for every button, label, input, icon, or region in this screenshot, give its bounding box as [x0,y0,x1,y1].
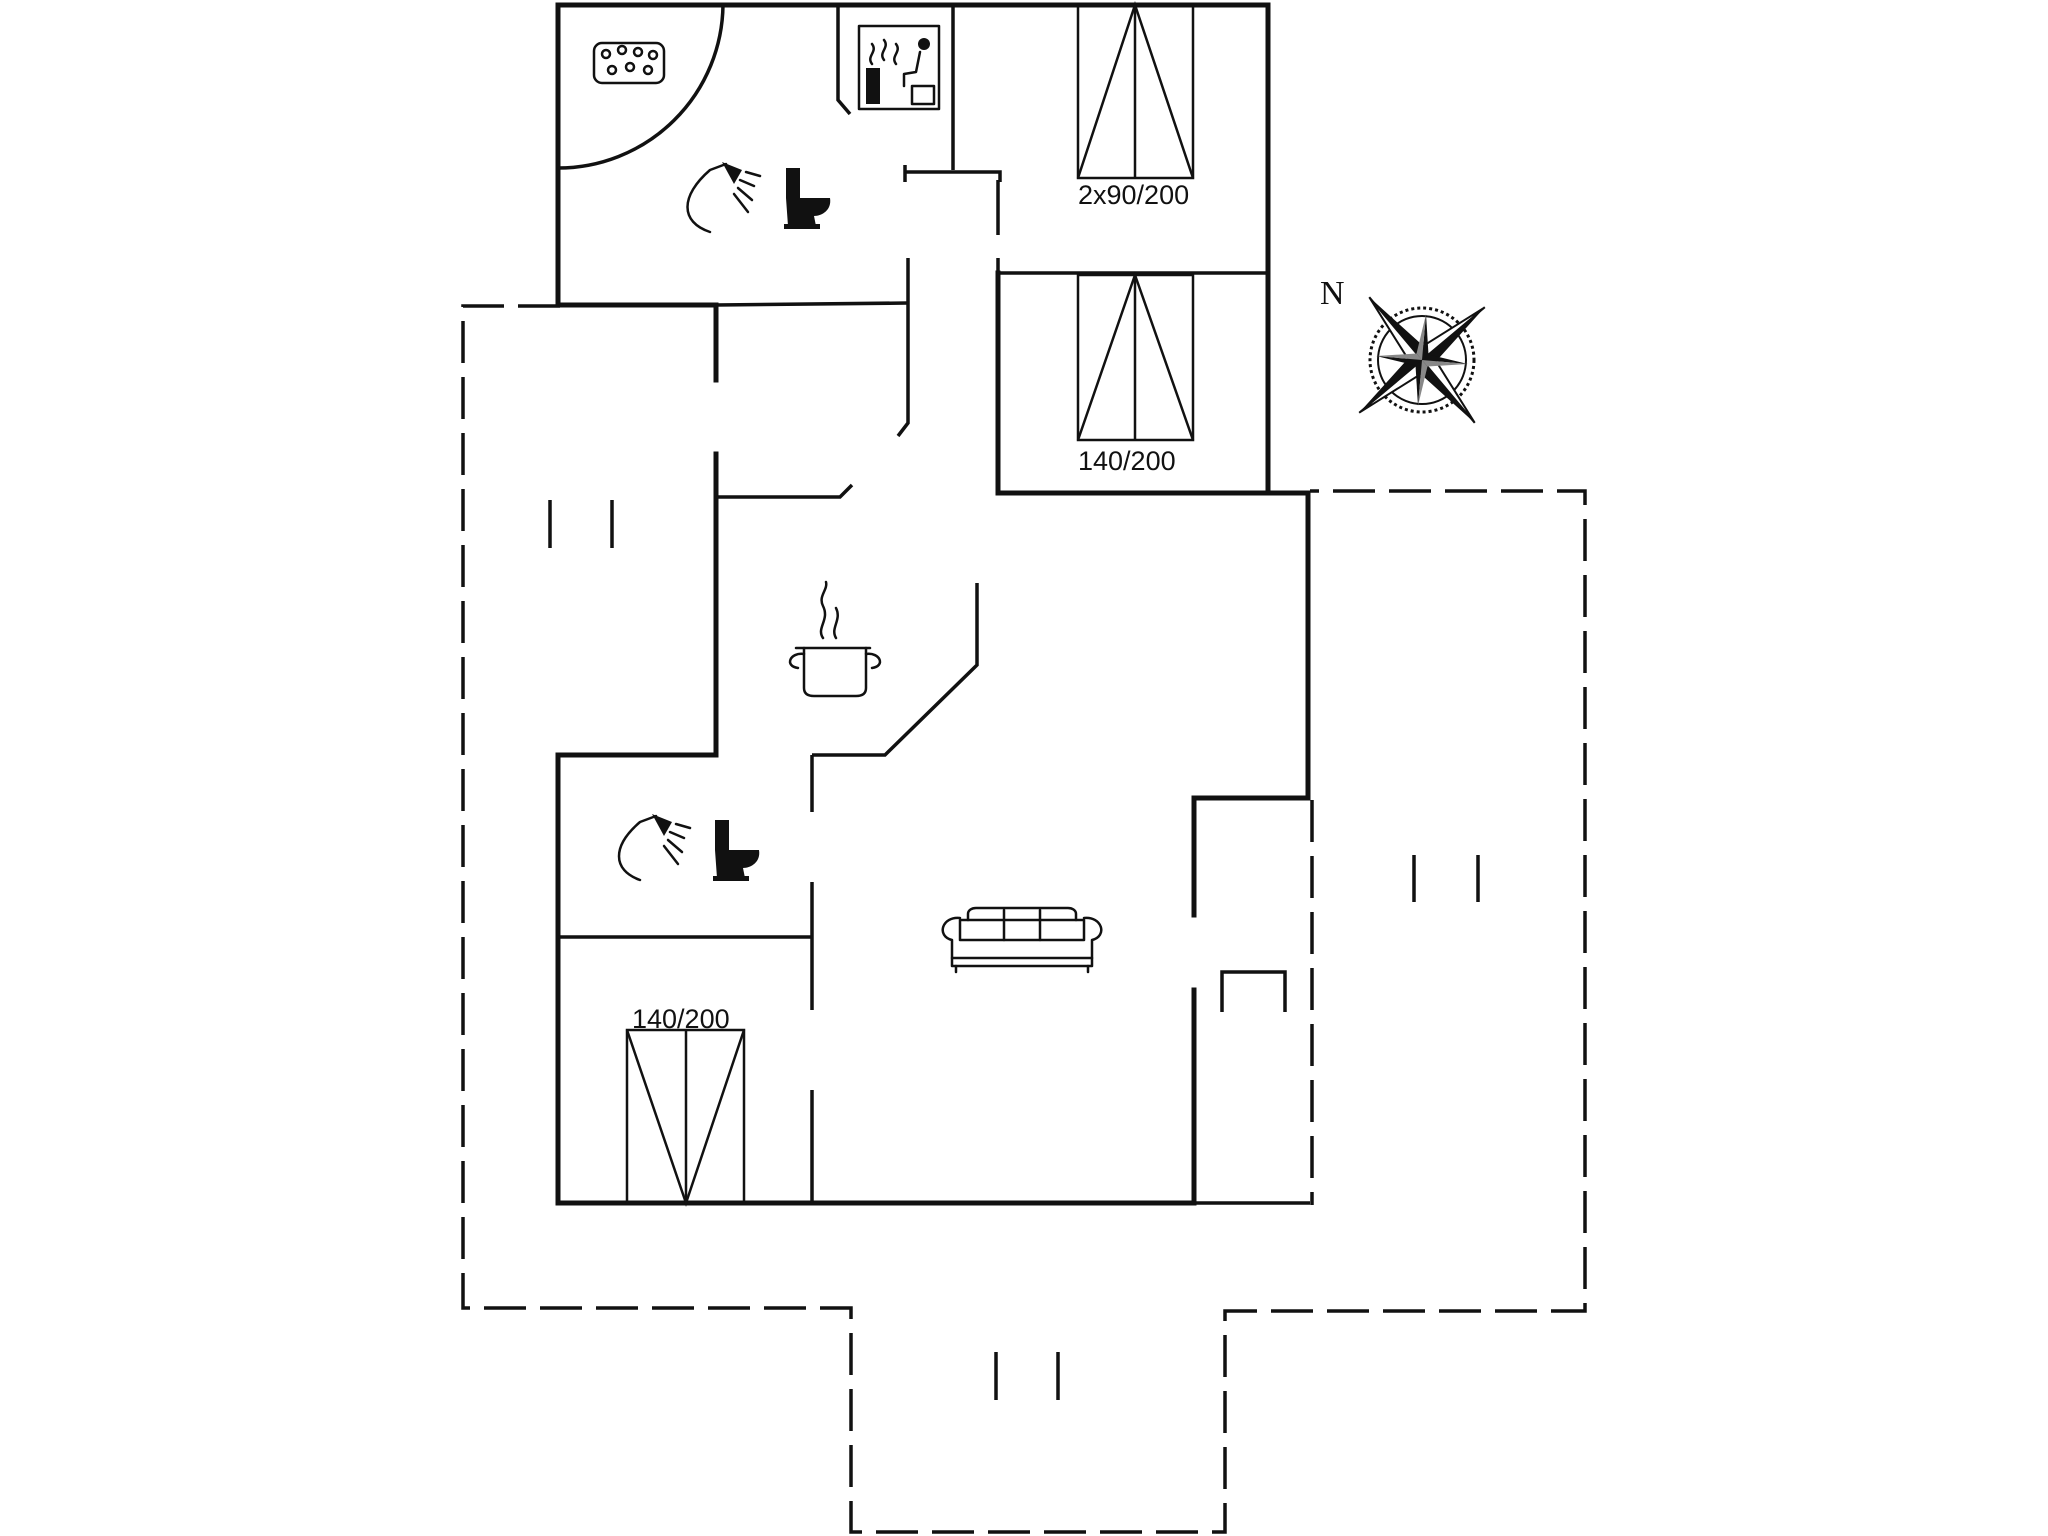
north-label: N [1320,275,1345,312]
bed-140-200-mid [1076,271,1195,442]
compass-rose-icon [1358,296,1486,424]
bed-140-200-bottom [625,1028,746,1207]
bed-label-mid-right: 140/200 [1078,446,1176,476]
toilet-icon [784,168,831,229]
toilet-icon [713,820,760,881]
shower-icon [686,162,762,234]
bed-2x90-200 [1076,1,1195,180]
walls [555,2,1311,1206]
whirlpool-icon [592,41,666,85]
sofa-icon [941,906,1103,974]
shower-icon [617,814,692,882]
bed-label-top-right: 2x90/200 [1078,180,1189,210]
sauna-icon [857,24,941,111]
bed-label-bottom-left: 140/200 [632,1004,730,1034]
terrace-outlines [461,304,1587,1534]
door-swing [557,4,725,170]
cooking-pot-icon [788,580,882,698]
